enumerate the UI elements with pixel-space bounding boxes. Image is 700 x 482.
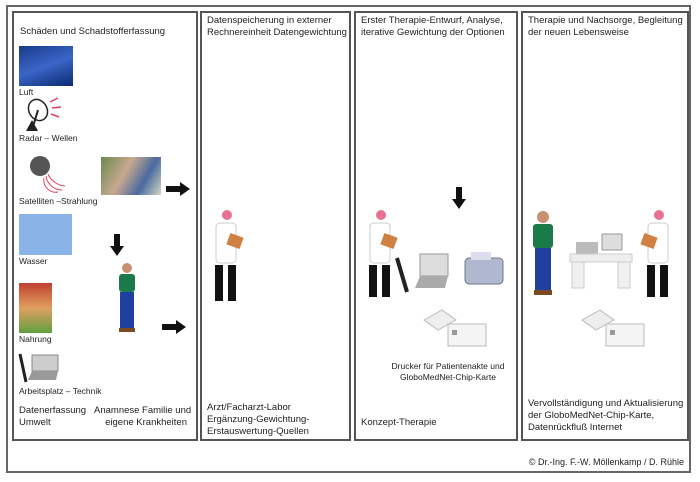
- arrow-down-icon: [452, 187, 466, 209]
- item-satellite: Satelliten –Strahlung: [19, 196, 98, 206]
- arrow-right-icon: [162, 320, 186, 334]
- footer-anamnese-1: Anamnese Familie und: [94, 405, 192, 416]
- satellite-icon: [30, 156, 66, 193]
- panel-4-title-1: Therapie und Nachsorge, Begleitung: [528, 15, 683, 26]
- panel-4-title-2: der neuen Lebensweise: [528, 27, 629, 38]
- footer-anamnese-2: eigene Krankheiten: [105, 417, 187, 428]
- air-image: [19, 46, 73, 86]
- water-image: [19, 214, 72, 255]
- devices-icon: [395, 252, 504, 293]
- doctor-figure: [640, 210, 669, 297]
- panel-therapy-draft: [354, 11, 518, 441]
- copyright: © Dr.-Ing. F.-W. Möllenkamp / D. Rühle: [528, 457, 684, 467]
- footer-datenerfassung-1: Datenerfassung: [19, 405, 87, 416]
- panel-2-title-1: Datenspeicherung in externer: [207, 15, 332, 26]
- panel-1-title: Schäden und Schadstofferfassung: [20, 26, 166, 37]
- panel-3-footer: Konzept-Therapie: [361, 417, 437, 428]
- panel-3-title-2: iterative Gewichtung der Optionen: [361, 27, 505, 38]
- footer-datenerfassung-2: Umwelt: [19, 417, 51, 428]
- printer-caption-1: Drucker für Patientenakte und: [391, 361, 505, 371]
- laptop-phone-icon: [18, 353, 59, 383]
- panel-environment: [12, 11, 198, 441]
- patient-figure: [533, 211, 553, 295]
- panel-3-title-1: Erster Therapie-Entwurf, Analyse,: [361, 15, 503, 26]
- panel-4-footer-1: Vervollständigung und Aktualisierung: [528, 398, 684, 409]
- panel-2-footer-1: Arzt/Facharzt-Labor: [207, 402, 291, 413]
- patient-figure: [119, 263, 135, 332]
- chip-card-reader-icon: [581, 309, 645, 347]
- arrow-right-icon: [166, 182, 190, 196]
- item-wasser: Wasser: [19, 256, 48, 266]
- panel-2-footer-3: Erstauswertung-Quellen: [207, 426, 309, 437]
- printer-caption-2: GloboMedNet-Chip-Karte: [400, 372, 496, 382]
- radar-icon: [26, 97, 62, 131]
- panel-2-footer-2: Ergänzung-Gewichtung-: [207, 414, 310, 425]
- item-nahrung: Nahrung: [19, 334, 52, 344]
- panel-2-title-2: Rechnereinheit Datengewichtung: [207, 27, 347, 38]
- family-photo: [101, 157, 161, 195]
- item-luft: Luft: [19, 87, 34, 97]
- workstation-icon: [569, 233, 633, 289]
- panel-4-footer-2: der GloboMedNet-Chip-Karte,: [528, 410, 655, 421]
- outer-frame: [6, 5, 691, 473]
- panel-aftercare: [521, 11, 689, 441]
- doctor-figure: [215, 210, 244, 301]
- item-arbeitsplatz: Arbeitsplatz – Technik: [19, 386, 102, 396]
- chip-card-reader-icon: [423, 309, 487, 347]
- doctor-figure: [369, 210, 398, 297]
- panel-data-storage: [200, 11, 351, 441]
- item-radar: Radar – Wellen: [19, 133, 78, 143]
- panel-4-footer-3: Datenrückfluß Internet: [528, 422, 622, 433]
- food-image: [19, 283, 52, 333]
- arrow-down-icon: [110, 234, 124, 256]
